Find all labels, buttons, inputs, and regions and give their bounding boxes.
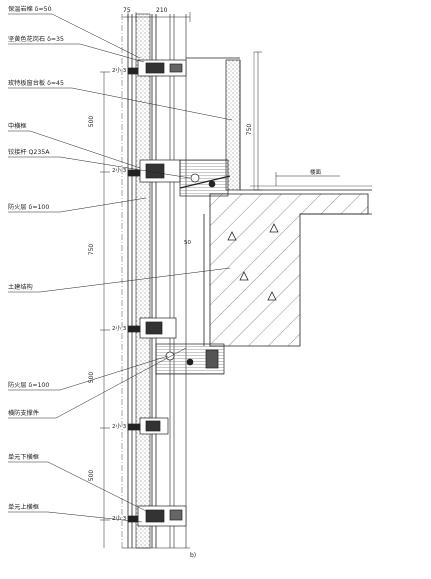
left-dimensions (100, 71, 110, 548)
top-dimension (122, 12, 191, 22)
label-fire-layer-lower: 防火层 δ=100 (8, 382, 50, 389)
label-middle-transom: 中横框 (8, 123, 27, 130)
dim-750-right: 750 (246, 123, 254, 136)
label-lower-transom: 单元下横框 (8, 454, 39, 461)
open-width-5: 2小 3 (112, 516, 127, 522)
floor-level-mark (275, 172, 340, 186)
leader-lines (8, 13, 233, 523)
label-sill-board: 玫特板窗台板 δ=45 (8, 80, 64, 87)
label-upper-transom: 单元上横框 (8, 504, 39, 511)
concrete-structure (203, 185, 372, 347)
label-civil-structure: 土建结构 (8, 284, 33, 291)
dim-750-a: 750 (88, 243, 96, 256)
open-width-3: 2小 3 (112, 326, 127, 332)
dim-500-a: 500 (88, 115, 96, 128)
dim-top-left: 75 (123, 7, 131, 14)
connector-lower (127, 417, 169, 435)
dim-500-c: 500 (88, 469, 96, 482)
gap-label: 50 (184, 240, 191, 246)
right-dimension (254, 51, 262, 191)
connector-mid (127, 159, 231, 197)
figure-caption: b) (190, 552, 197, 559)
open-width-2: 2小 3 (112, 168, 127, 174)
label-granite: 坚黄色花岗石 δ=35 (8, 36, 64, 43)
label-hinge-rod: 铰接杆 Q235A (8, 149, 50, 156)
wall-layers (121, 13, 187, 549)
label-insulation: 保温岩棉 δ=50 (8, 6, 52, 13)
open-width-4: 2小 3 (112, 424, 127, 430)
floor-label: 楼面 (310, 170, 322, 176)
upper-window-frame (186, 52, 255, 191)
label-fire-layer-upper: 防火层 δ=100 (8, 204, 50, 211)
connector-bottom (127, 505, 187, 527)
connector-slab-bottom (127, 317, 225, 375)
open-width-1: 2小 3 (112, 68, 127, 74)
label-support: 横防支撑件 (8, 410, 39, 417)
dim-500-b: 500 (88, 371, 96, 384)
dim-top-width: 210 (156, 7, 168, 14)
connector-top (127, 59, 187, 77)
